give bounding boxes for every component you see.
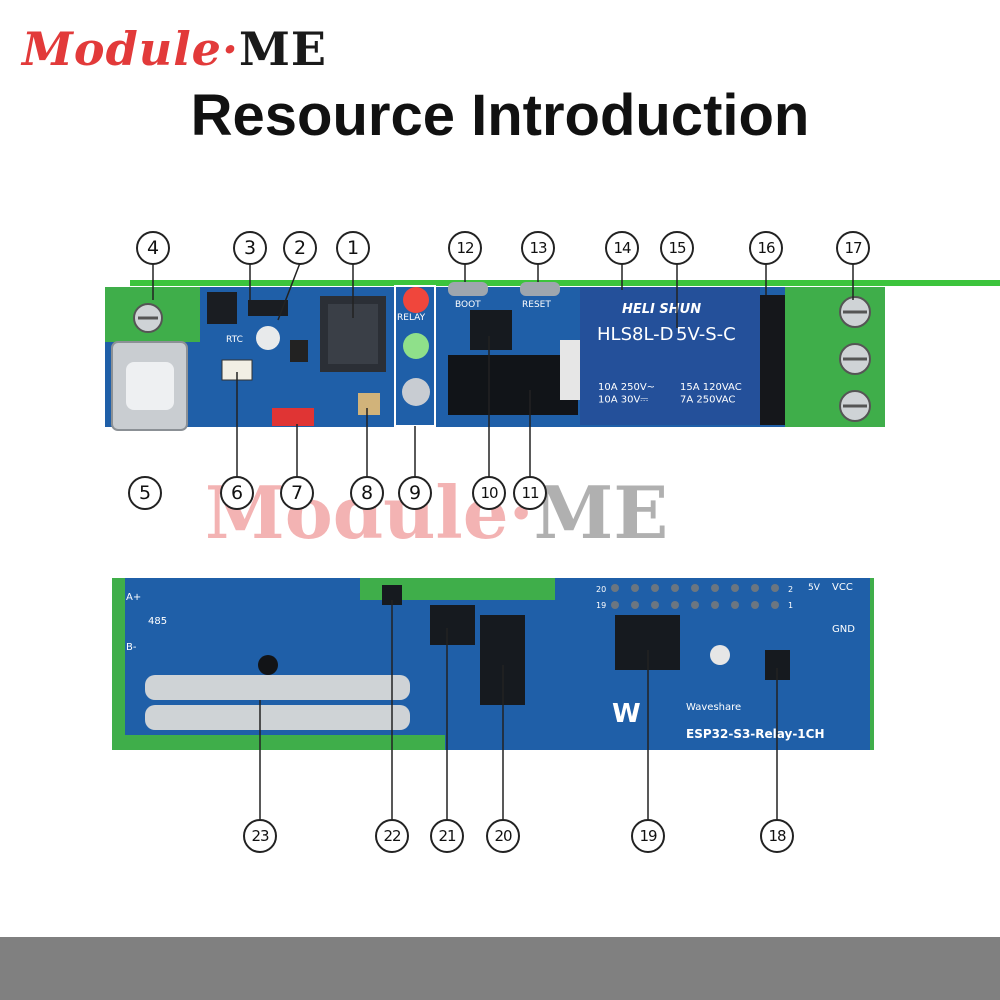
mount-hole bbox=[710, 645, 730, 665]
callout-6: 6 bbox=[220, 476, 254, 510]
relay-body bbox=[580, 287, 760, 425]
callout-19: 19 bbox=[631, 819, 665, 853]
logo-separator: · bbox=[221, 22, 239, 76]
component-cap bbox=[256, 326, 280, 350]
pin-2: 2 bbox=[788, 585, 793, 594]
pin-19: 19 bbox=[596, 601, 606, 610]
callout-13: 13 bbox=[521, 231, 555, 265]
callout-14: 14 bbox=[605, 231, 639, 265]
callout-7: 7 bbox=[280, 476, 314, 510]
relay-label-1: HLS8L-D bbox=[597, 324, 674, 345]
page-title: Resource Introduction bbox=[190, 83, 810, 148]
component bbox=[207, 292, 237, 324]
mount-hole bbox=[258, 655, 278, 675]
callout-2: 2 bbox=[283, 231, 317, 265]
label-gnd: GND bbox=[832, 624, 855, 635]
rtc-label: RTC bbox=[226, 335, 243, 345]
relay-label-2: 5V-S-C bbox=[676, 324, 736, 345]
relay-brand: HELI SHUN bbox=[622, 302, 701, 317]
reset-label: RESET bbox=[522, 300, 551, 310]
header-pins bbox=[611, 584, 779, 609]
red-component bbox=[272, 408, 314, 426]
red-led bbox=[403, 287, 429, 313]
pin-20: 20 bbox=[596, 585, 606, 594]
chip-22 bbox=[382, 585, 402, 605]
callout-22: 22 bbox=[375, 819, 409, 853]
boot-button bbox=[448, 282, 488, 296]
logo-me: ME bbox=[238, 22, 327, 76]
callout-3: 3 bbox=[233, 231, 267, 265]
label-485: 485 bbox=[148, 616, 167, 627]
label-a: A+ bbox=[126, 592, 141, 603]
callout-8: 8 bbox=[350, 476, 384, 510]
relay-side-cap bbox=[560, 340, 580, 400]
relay-trace bbox=[145, 675, 410, 700]
callout-1: 1 bbox=[336, 231, 370, 265]
pin-1: 1 bbox=[788, 601, 793, 610]
callout-18: 18 bbox=[760, 819, 794, 853]
relay-driver bbox=[448, 355, 578, 415]
rgb-led bbox=[402, 378, 430, 406]
boot-label: BOOT bbox=[455, 300, 481, 310]
board-bottom: A+ 485 B- VCC GND 5V 20 19 2 1 W Wavesha… bbox=[112, 578, 874, 750]
callout-11: 11 bbox=[513, 476, 547, 510]
callout-12: 12 bbox=[448, 231, 482, 265]
usb-c-opening bbox=[126, 362, 174, 410]
callout-15: 15 bbox=[660, 231, 694, 265]
watermark-me: ME bbox=[533, 470, 669, 555]
reset-button bbox=[520, 282, 560, 296]
optocoupler bbox=[470, 310, 512, 350]
chip-21 bbox=[430, 605, 475, 645]
logo-text: Module bbox=[22, 22, 222, 76]
callout-9: 9 bbox=[398, 476, 432, 510]
leader-lines bbox=[152, 262, 854, 820]
component bbox=[290, 340, 308, 362]
relay-trace bbox=[145, 705, 410, 730]
relay-rating-left: 10A 250V~10A 30V⎓ bbox=[598, 382, 655, 406]
waveshare-logo-icon: W bbox=[612, 699, 641, 729]
footer-bar bbox=[0, 937, 1000, 1000]
callout-4: 4 bbox=[136, 231, 170, 265]
callout-16: 16 bbox=[749, 231, 783, 265]
label-b: B- bbox=[126, 642, 137, 653]
highlight-line bbox=[130, 280, 1000, 286]
callout-21: 21 bbox=[430, 819, 464, 853]
brand-logo: Module·ME bbox=[22, 22, 327, 76]
component bbox=[248, 300, 288, 316]
watermark: Module·ME bbox=[205, 470, 668, 555]
board-top: BOOT RESET RELAY RTC HELI SHUN HLS8L-D 5… bbox=[105, 282, 885, 431]
callout-20: 20 bbox=[486, 819, 520, 853]
label-vcc: VCC bbox=[832, 582, 853, 593]
model-name: ESP32-S3-Relay-1CH bbox=[686, 727, 825, 741]
relay-led-label: RELAY bbox=[397, 313, 426, 323]
green-led bbox=[403, 333, 429, 359]
callout-5: 5 bbox=[128, 476, 162, 510]
label-5v: 5V bbox=[808, 583, 821, 593]
callout-23: 23 bbox=[243, 819, 277, 853]
callout-17: 17 bbox=[836, 231, 870, 265]
callout-10: 10 bbox=[472, 476, 506, 510]
antenna-connector bbox=[358, 393, 380, 415]
brand-name: Waveshare bbox=[686, 702, 741, 713]
